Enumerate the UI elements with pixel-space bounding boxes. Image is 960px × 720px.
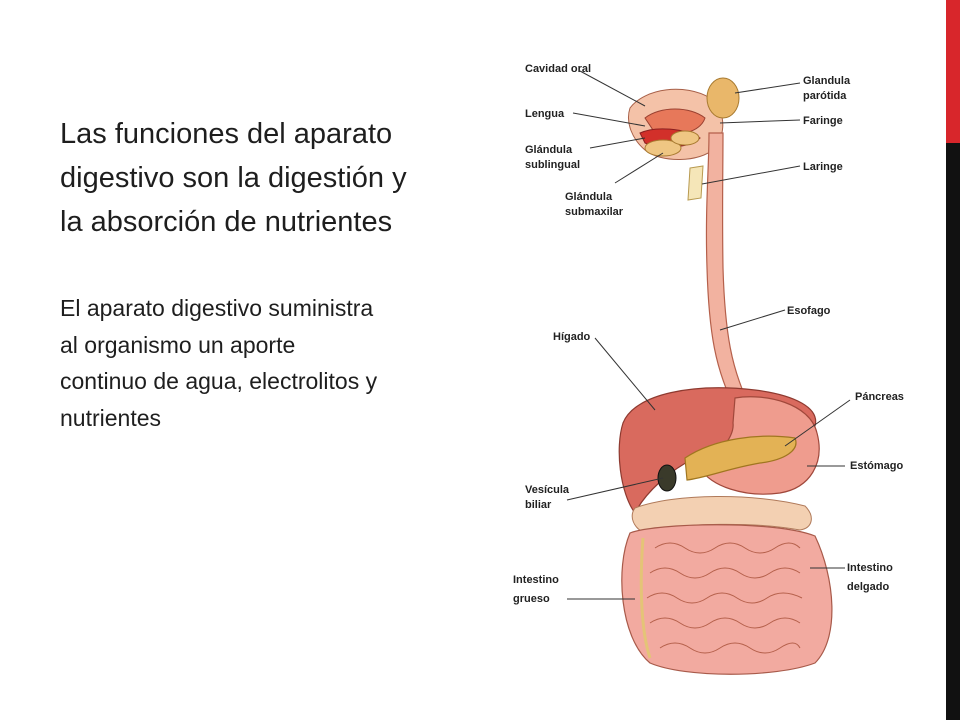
label-vesicula-2: biliar bbox=[525, 499, 552, 511]
label-intestino-delgado-2: delgado bbox=[847, 581, 889, 593]
slide-heading: Las funciones del aparato digestivo son … bbox=[60, 112, 490, 244]
larynx-illustration bbox=[687, 165, 704, 201]
gallbladder-illustration bbox=[657, 464, 677, 492]
digestive-system-diagram: Cavidad oral Lengua Glándula sublingual … bbox=[513, 63, 904, 675]
label-glandula-parotida-1: Glandula bbox=[803, 75, 851, 87]
intestines-illustration bbox=[621, 524, 833, 675]
heading-line-1: Las funciones del aparato bbox=[60, 118, 393, 150]
esophagus-illustration bbox=[705, 132, 746, 399]
label-glandula-parotida-2: parótida bbox=[803, 90, 847, 102]
body-line-2: al organismo un aporte bbox=[60, 331, 296, 358]
body-line-3: continuo de agua, electrolitos y bbox=[60, 368, 378, 394]
label-vesicula-1: Vesícula bbox=[525, 484, 570, 496]
label-glandula-submaxilar-1: Glándula bbox=[565, 191, 613, 203]
dark-side-bar bbox=[946, 143, 960, 720]
label-faringe: Faringe bbox=[803, 115, 843, 127]
body-line-1: El aparato digestivo suministra bbox=[60, 295, 374, 321]
label-intestino-grueso-1: Intestino bbox=[513, 574, 559, 586]
body-line-4: nutrientes bbox=[60, 404, 162, 431]
heading-line-2: digestivo son la digestión y bbox=[60, 162, 407, 194]
salivary-glands-illustration bbox=[644, 130, 700, 157]
pancreas-illustration bbox=[684, 435, 797, 481]
label-esofago: Esofago bbox=[787, 305, 831, 317]
label-intestino-delgado-1: Intestino bbox=[847, 562, 893, 574]
heading-line-3: la absorción de nutrientes bbox=[60, 206, 393, 238]
accent-bar bbox=[946, 0, 960, 143]
label-glandula-sublingual-1: Glándula bbox=[525, 144, 573, 156]
label-glandula-sublingual-2: sublingual bbox=[525, 159, 580, 171]
label-lengua: Lengua bbox=[525, 108, 565, 120]
parotid-gland-illustration bbox=[706, 77, 740, 119]
label-higado: Hígado bbox=[553, 331, 591, 343]
label-cavidad-oral: Cavidad oral bbox=[525, 63, 591, 75]
label-glandula-submaxilar-2: submaxilar bbox=[565, 206, 624, 218]
label-laringe: Laringe bbox=[803, 161, 843, 173]
label-estomago: Estómago bbox=[850, 460, 903, 472]
label-pancreas: Páncreas bbox=[855, 391, 904, 403]
label-intestino-grueso-2: grueso bbox=[513, 593, 550, 605]
slide-body-text: El aparato digestivo suministra al organ… bbox=[60, 290, 490, 436]
